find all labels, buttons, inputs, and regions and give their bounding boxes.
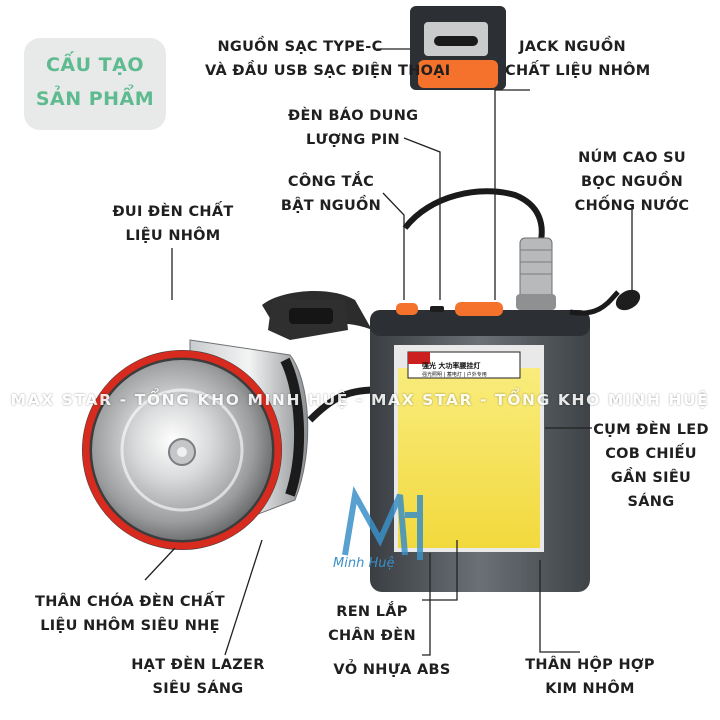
- rubber-cap: [615, 289, 641, 311]
- leader-lines: [144, 48, 633, 656]
- usb-cap: [455, 302, 503, 316]
- reflector-red-ring: [82, 350, 282, 550]
- power-cable: [307, 386, 376, 423]
- brand-logo-text: Minh Huệ: [333, 556, 395, 571]
- badge-line-2: SẢN PHẨM: [35, 88, 155, 110]
- badge-line-1: CẤU TẠO: [45, 54, 144, 76]
- power-cable-top: [402, 188, 545, 246]
- section-badge: CẤU TẠO SẢN PHẨM: [24, 38, 166, 130]
- watermark: MAX STAR - TỔNG KHO MINH HUỆ - MAX STAR …: [10, 391, 710, 409]
- rubber-cap-strap: [569, 290, 620, 316]
- brand-logo-mark: [342, 486, 423, 560]
- label-abs-shell: VỎ NHỰA ABS: [333, 662, 451, 678]
- jack-connector: [519, 237, 553, 301]
- power-switch: [396, 303, 418, 315]
- panel-label-text: 强光 大功率腰挂灯 强光照明 | 蓄电灯 | 户外专用: [422, 362, 487, 378]
- battery-led: [430, 306, 444, 312]
